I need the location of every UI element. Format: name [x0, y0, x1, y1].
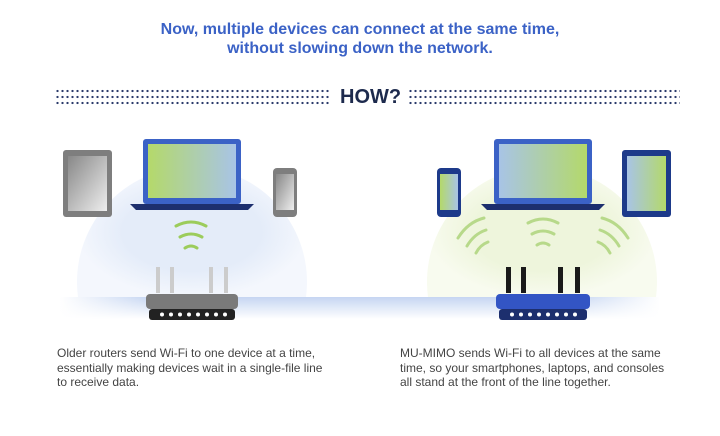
- headline: Now, multiple devices can connect at the…: [0, 20, 720, 58]
- wifi-signal-icon: [174, 220, 208, 250]
- laptop-icon: [481, 139, 605, 210]
- legacy-router-scene: [60, 139, 360, 320]
- mu-mimo-router-scene: [360, 139, 671, 320]
- wifi-signal-icon: [456, 216, 630, 255]
- tablet-icon: [622, 150, 671, 217]
- tablet-icon: [63, 150, 112, 217]
- mu-mimo-router-icon: [496, 267, 590, 320]
- legacy-router-icon: [146, 267, 238, 320]
- mu-mimo-description: MU-MIMO sends Wi-Fi to all devices at th…: [400, 346, 665, 389]
- dotted-divider-left: [55, 88, 330, 106]
- phone-icon: [437, 168, 461, 217]
- phone-icon: [273, 168, 297, 217]
- section-label: HOW?: [340, 86, 402, 108]
- headline-line-1: Now, multiple devices can connect at the…: [160, 21, 560, 38]
- dotted-divider-right: [408, 88, 680, 106]
- headline-line-2: without slowing down the network.: [227, 40, 493, 57]
- laptop-icon: [130, 139, 254, 210]
- legacy-description: Older routers send Wi-Fi to one device a…: [57, 346, 323, 389]
